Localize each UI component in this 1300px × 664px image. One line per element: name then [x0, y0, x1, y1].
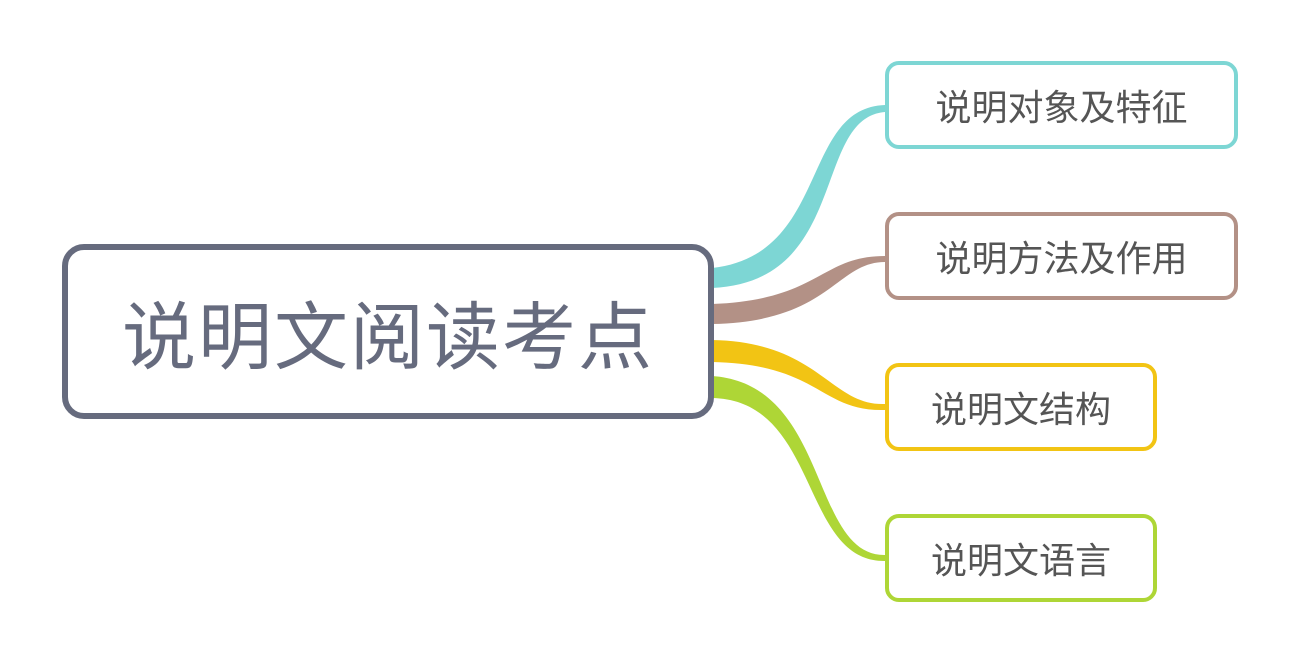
branch-connector-0: [712, 105, 885, 288]
branch-topic-language[interactable]: 说明文语言: [885, 514, 1157, 602]
branch-topic-label: 说明对象及特征: [935, 88, 1188, 129]
branch-topic-structure[interactable]: 说明文结构: [885, 363, 1157, 451]
branch-topic-label: 说明文结构: [930, 390, 1111, 431]
branch-topic-label: 说明方法及作用: [935, 239, 1188, 280]
branch-connector-1: [712, 256, 885, 324]
central-topic[interactable]: 说明文阅读考点: [62, 244, 714, 419]
branch-topic-label: 说明文语言: [930, 541, 1111, 582]
branch-topic-methods[interactable]: 说明方法及作用: [885, 212, 1238, 300]
central-topic-label: 说明文阅读考点: [122, 295, 654, 381]
branch-connector-3: [712, 376, 885, 562]
branch-topic-object-features[interactable]: 说明对象及特征: [885, 61, 1238, 149]
branch-connector-2: [712, 340, 885, 411]
